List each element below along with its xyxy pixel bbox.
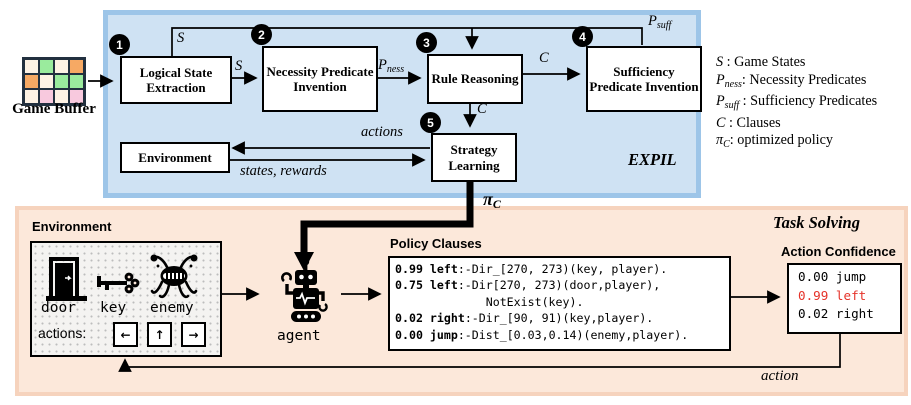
game-buffer-cell: [54, 89, 69, 104]
game-buffer-grid: [22, 57, 86, 106]
game-buffer-cell: [39, 89, 54, 104]
action-button-right[interactable]: →: [181, 322, 206, 347]
game-buffer-label: Game Buffer: [12, 101, 96, 117]
edge-label-states-rewards: states, rewards: [240, 163, 327, 179]
key-icon: [97, 272, 140, 294]
confidence-row: 0.02 right: [798, 306, 874, 321]
box-necessity-predicate-invention: Necessity Predicate Invention: [262, 46, 378, 112]
edge-label-p-suff: Psuff: [648, 13, 672, 31]
edge-label-s-mid: S: [235, 58, 243, 74]
policy-clause: 0.99 left:-Dir_[270, 273)(key, player).: [395, 262, 668, 276]
action-button-left[interactable]: ←: [113, 322, 138, 347]
agent-robot-icon: [281, 258, 328, 322]
box-logical-state-extraction: Logical State Extraction: [120, 56, 232, 104]
enemy-label: enemy: [150, 300, 194, 316]
door-icon: [46, 257, 87, 301]
edge-label-s-top: S: [177, 30, 185, 46]
edge-label-actions: actions: [361, 124, 403, 140]
edge-label-pi-c: πC: [483, 189, 501, 211]
legend-item: πC: optimized policy: [716, 132, 834, 151]
action-button-up[interactable]: ↑: [147, 322, 172, 347]
policy-clause: 0.00 jump:-Dist_[0.03,0.14)(enemy,player…: [395, 327, 689, 342]
agent-label: agent: [277, 328, 321, 344]
game-buffer-cell: [24, 89, 39, 104]
confidence-row: 0.99 left: [798, 287, 867, 303]
step-badge-5: 5: [420, 112, 441, 133]
game-buffer-cell: [24, 59, 39, 74]
step-badge-4: 4: [572, 26, 593, 47]
game-buffer-cell: [39, 74, 54, 89]
enemy-icon: [150, 254, 198, 299]
confidence-row: 0.00 jump: [798, 269, 867, 284]
edge-label-c-35: C: [477, 101, 487, 117]
edge-label-p-ness: Pness: [378, 57, 405, 75]
door-label: door: [41, 300, 76, 316]
step-badge-1: 1: [109, 34, 130, 55]
legend-item: S : Game States: [716, 54, 806, 70]
action-confidence-box: 0.00 jump 0.99 left 0.02 right: [787, 263, 902, 334]
legend-item: C : Clauses: [716, 114, 781, 131]
key-label: key: [100, 300, 127, 316]
box-environment-loop: Environment: [120, 142, 230, 173]
task-solving-title: Task Solving: [773, 213, 860, 232]
legend-item: Pness: Necessity Predicates: [716, 71, 867, 90]
step-badge-2: 2: [251, 24, 272, 45]
expil-title: EXPIL: [628, 150, 677, 169]
box-rule-reasoning: Rule Reasoning: [427, 54, 523, 104]
edge-label-c-34: C: [539, 50, 549, 66]
policy-clause: 0.75 left:-Dir[270, 273)(door,player),: [395, 278, 661, 293]
game-buffer-cell: [54, 74, 69, 89]
game-buffer-cell: [69, 74, 84, 89]
environment-title: Environment: [32, 219, 112, 234]
game-buffer-cell: [69, 59, 84, 74]
legend-item: Psuff : Sufficiency Predicates: [716, 93, 878, 112]
feedback-action-label: action: [761, 368, 799, 384]
game-buffer-cell: [69, 89, 84, 104]
box-sufficiency-predicate-invention: Sufficiency Predicate Invention: [586, 46, 702, 112]
policy-clauses-title: Policy Clauses: [390, 236, 482, 251]
game-buffer-cell: [54, 59, 69, 74]
game-buffer-cell: [24, 74, 39, 89]
action-confidence-title: Action Confidence: [781, 244, 896, 259]
actions-label: actions:: [38, 325, 87, 341]
policy-clause-continuation: NotExist(key).: [395, 294, 584, 309]
policy-clause: 0.02 right:-Dir_[90, 91)(key,player).: [395, 311, 654, 326]
game-buffer-cell: [39, 59, 54, 74]
box-strategy-learning: Strategy Learning: [431, 133, 517, 182]
step-badge-3: 3: [416, 32, 437, 53]
policy-clauses-box: 0.99 left:-Dir_[270, 273)(key, player). 0…: [388, 256, 731, 351]
